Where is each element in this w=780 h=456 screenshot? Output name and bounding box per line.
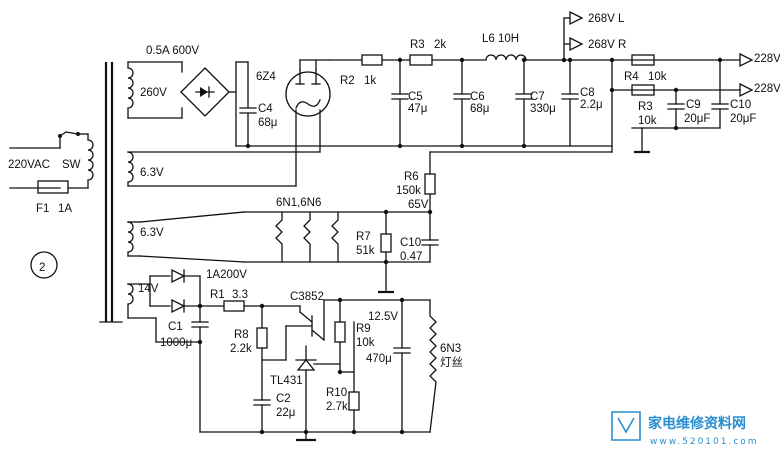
r8-name: R8 bbox=[234, 329, 249, 341]
hv-filter bbox=[235, 10, 754, 213]
hv-section bbox=[127, 61, 257, 147]
out-268v-r: 268V R bbox=[588, 39, 626, 51]
c10b-name: C10 bbox=[400, 237, 421, 249]
c6-name: C6 bbox=[470, 91, 485, 103]
resistor-r2 bbox=[361, 54, 383, 66]
junction-dots bbox=[197, 57, 723, 435]
resistor-r6 bbox=[424, 173, 436, 195]
switch-label: SW bbox=[62, 159, 81, 171]
heaters-label: 6N1,6N6 bbox=[276, 197, 321, 209]
r2-value: 1k bbox=[364, 75, 376, 87]
resistor-r9 bbox=[334, 321, 346, 343]
c5-value: 47μ bbox=[408, 103, 427, 115]
r3b-name: R3 bbox=[638, 101, 653, 113]
resistor-r10 bbox=[348, 391, 360, 411]
r7-value: 51k bbox=[356, 245, 375, 257]
fil-a-label: 6.3V bbox=[140, 167, 164, 179]
c7-value: 330μ bbox=[530, 103, 556, 115]
c8-value: 2.2μ bbox=[580, 99, 603, 111]
bridge-rating: 0.5A 600V bbox=[146, 45, 199, 57]
resistor-r3-out bbox=[631, 84, 655, 96]
r6-value: 150k bbox=[396, 185, 421, 197]
low-winding-label: 14V bbox=[138, 283, 159, 295]
out-268v-l: 268V L bbox=[588, 13, 625, 25]
r1-name: R1 bbox=[210, 289, 225, 301]
choke-label: L6 10H bbox=[482, 33, 519, 45]
regulator-label: TL431 bbox=[270, 375, 303, 387]
c7-name: C7 bbox=[530, 91, 545, 103]
c10b-value: 0.47 bbox=[400, 251, 422, 263]
tube-label: 6Z4 bbox=[256, 71, 276, 83]
resistor-r4 bbox=[631, 54, 655, 66]
tube-6z4 bbox=[285, 59, 331, 147]
resistor-r8 bbox=[256, 327, 268, 349]
r1-value: 3.3 bbox=[232, 289, 248, 301]
watermark: 家电维修资料网 www.520101.com bbox=[611, 411, 759, 447]
r3b-value: 10k bbox=[638, 115, 657, 127]
r9-name: R9 bbox=[356, 323, 371, 335]
r8-value: 2.2k bbox=[230, 343, 252, 355]
node-12v5: 12.5V bbox=[368, 311, 398, 323]
c1-value: 1000μ bbox=[160, 337, 192, 349]
tl431 bbox=[296, 358, 316, 371]
c4-value: 68μ bbox=[258, 117, 277, 129]
hv-winding-label: 260V bbox=[140, 87, 167, 99]
r3-name: R3 bbox=[410, 39, 425, 51]
c9-value: 20μF bbox=[684, 113, 710, 125]
load-desc: 灯丝 bbox=[440, 356, 463, 369]
primary-circuit bbox=[9, 131, 94, 194]
resistor-r7 bbox=[380, 233, 392, 253]
bridge-rectifier bbox=[180, 67, 230, 117]
c10a-value: 20μF bbox=[730, 113, 756, 125]
out-228v-1: 228V bbox=[754, 53, 780, 65]
r10-name: R10 bbox=[326, 387, 347, 399]
fuse-rating: 1A bbox=[58, 203, 72, 215]
watermark-text: 家电维修资料网 bbox=[648, 415, 746, 432]
r9-value: 10k bbox=[356, 337, 375, 349]
c9-name: C9 bbox=[686, 99, 701, 111]
resistor-r3 bbox=[409, 54, 433, 66]
c2-value: 22μ bbox=[276, 407, 295, 419]
c1-name: C1 bbox=[168, 321, 183, 333]
filament-windings bbox=[127, 125, 431, 263]
diagram-number-circle bbox=[30, 251, 58, 279]
c10a-name: C10 bbox=[730, 99, 751, 111]
watermark-url: www.520101.com bbox=[650, 437, 759, 447]
low-voltage-section bbox=[127, 261, 437, 442]
primary-winding bbox=[87, 133, 94, 189]
r3-value: 2k bbox=[434, 39, 446, 51]
transistor-label: C3852 bbox=[290, 291, 324, 303]
r6-name: R6 bbox=[404, 171, 419, 183]
resistor-r1 bbox=[223, 300, 245, 312]
diagram-number: 2 bbox=[39, 262, 45, 274]
choke-l6 bbox=[485, 54, 527, 61]
c4-name: C4 bbox=[258, 103, 273, 115]
mains-voltage: 220VAC bbox=[8, 159, 50, 171]
c8-name: C8 bbox=[580, 87, 595, 99]
node-65v: 65V bbox=[408, 199, 429, 211]
r4-value: 10k bbox=[648, 71, 667, 83]
r2-name: R2 bbox=[340, 75, 355, 87]
c470-value: 470μ bbox=[366, 353, 392, 365]
heater-loads bbox=[275, 211, 439, 263]
r4-name: R4 bbox=[624, 71, 639, 83]
out-228v-2: 228V bbox=[754, 83, 780, 95]
fuse-label: F1 bbox=[36, 203, 49, 215]
fil-b-label: 6.3V bbox=[140, 227, 164, 239]
c6-value: 68μ bbox=[470, 103, 489, 115]
c2-name: C2 bbox=[276, 393, 291, 405]
r10-value: 2.7k bbox=[326, 401, 348, 413]
r7-name: R7 bbox=[356, 231, 371, 243]
diode-rating: 1A200V bbox=[206, 269, 247, 281]
fuse-f1 bbox=[37, 180, 69, 194]
c5-name: C5 bbox=[408, 91, 423, 103]
load-name: 6N3 bbox=[440, 343, 461, 355]
